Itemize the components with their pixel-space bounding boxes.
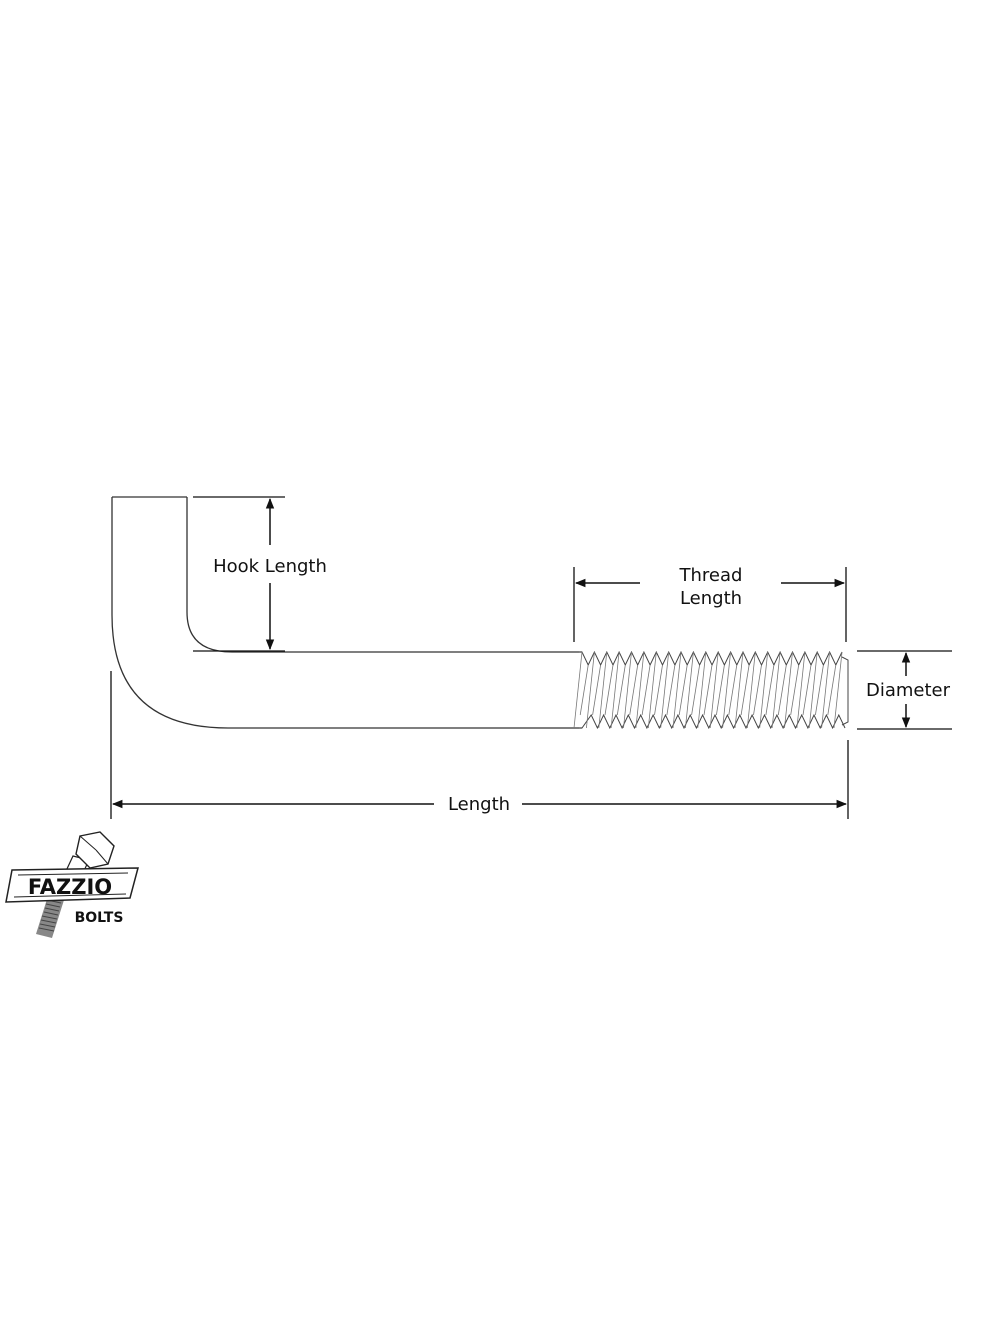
thread-section (573, 650, 849, 730)
logo-bolt-threads (36, 896, 64, 938)
hook-length-dimension: Hook Length (193, 496, 327, 652)
logo-brand-text: FAZZIO (28, 875, 112, 899)
length-dimension: Length (110, 671, 849, 819)
bolt-outline (111, 496, 582, 729)
fazzio-bolts-logo: FAZZIO BOLTS (5, 831, 139, 938)
diameter-dimension: Diameter (857, 650, 952, 730)
diameter-label: Diameter (866, 680, 951, 701)
thread-length-label-line2: Length (680, 588, 742, 609)
thread-length-label-line1: Thread (679, 565, 743, 586)
hook-length-label: Hook Length (213, 556, 327, 577)
length-label: Length (448, 794, 510, 815)
logo-sub-text: BOLTS (75, 910, 124, 926)
thread-length-dimension: Thread Length (573, 565, 847, 642)
